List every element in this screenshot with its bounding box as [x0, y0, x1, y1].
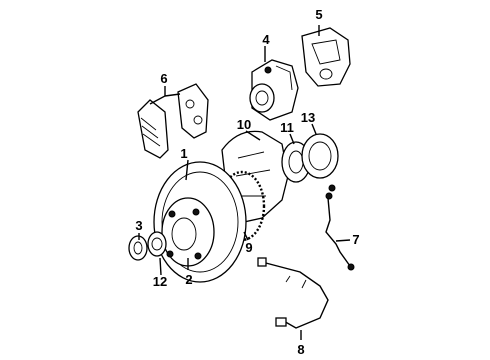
abs-sensor-harness — [257, 257, 329, 329]
hub-nut-washer — [128, 231, 167, 261]
caliper-bracket — [301, 27, 351, 87]
callout-3: 3 — [135, 218, 142, 233]
callout-7: 7 — [352, 232, 359, 247]
callout-5: 5 — [315, 7, 322, 22]
callout-4: 4 — [262, 32, 270, 47]
brake-pads — [137, 83, 209, 159]
callout-8: 8 — [297, 342, 304, 357]
leader-lines — [138, 25, 351, 340]
hub-bearing-seal — [281, 133, 339, 192]
callout-9: 9 — [245, 240, 252, 255]
callout-13: 13 — [301, 110, 315, 125]
callout-6: 6 — [160, 71, 167, 86]
callout-labels: 1 2 3 4 5 6 7 8 9 10 11 12 13 — [135, 7, 359, 357]
callout-2: 2 — [185, 272, 192, 287]
callout-10: 10 — [237, 117, 251, 132]
brake-rotor-hub — [153, 161, 247, 283]
callout-11: 11 — [280, 120, 294, 135]
callout-1: 1 — [180, 146, 187, 161]
callout-12: 12 — [153, 274, 167, 289]
brake-hose — [325, 192, 355, 271]
brake-caliper — [249, 59, 299, 121]
